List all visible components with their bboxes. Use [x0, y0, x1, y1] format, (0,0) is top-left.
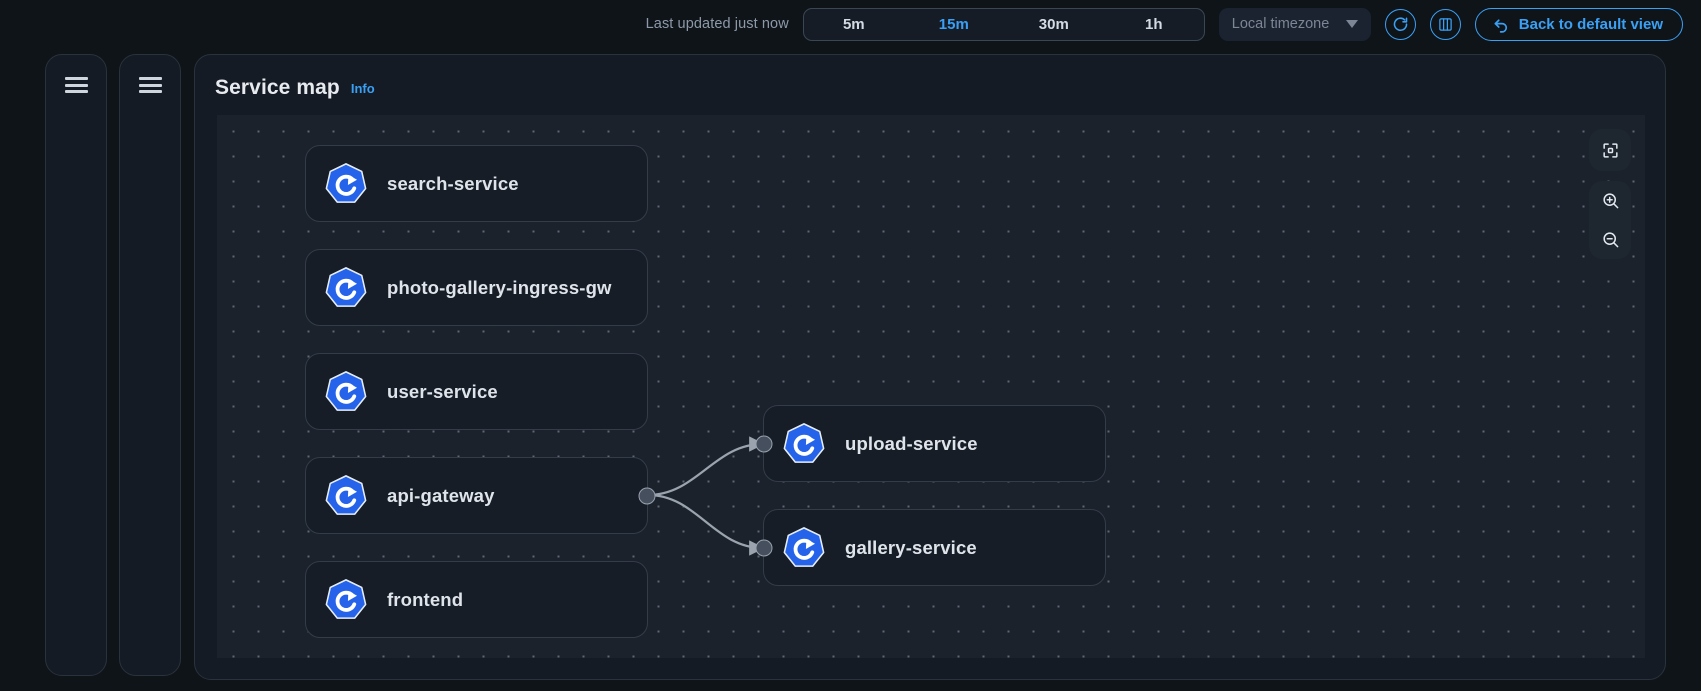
- kubernetes-service-icon: [325, 370, 367, 411]
- zoom-controls: [1589, 181, 1631, 259]
- time-range-30m[interactable]: 30m: [1004, 9, 1104, 40]
- service-node-label: user-service: [387, 380, 498, 402]
- back-to-default-view-label: Back to default view: [1518, 15, 1663, 33]
- undo-arrow-icon: [1494, 19, 1507, 33]
- zoom-in-icon: [1602, 193, 1618, 209]
- chevron-down-icon: [1345, 20, 1358, 28]
- service-node-api-gateway[interactable]: api-gateway: [305, 457, 656, 534]
- left-nav-panel: [45, 54, 107, 676]
- info-link[interactable]: Info: [350, 80, 375, 96]
- secondary-nav-panel: [119, 54, 181, 676]
- time-range-group: 5m 15m 30m 1h: [802, 7, 1205, 41]
- kubernetes-service-icon: [325, 266, 367, 307]
- time-range-1h[interactable]: 1h: [1104, 9, 1204, 40]
- kubernetes-service-icon: [325, 474, 367, 515]
- fit-view-button[interactable]: [1589, 131, 1631, 170]
- hamburger-icon[interactable]: [138, 77, 162, 93]
- target-handle[interactable]: [755, 539, 773, 556]
- service-node-label: upload-service: [845, 432, 978, 454]
- panel-header: Service map Info: [195, 55, 1665, 105]
- page-title: Service map: [215, 76, 340, 99]
- time-range-15m[interactable]: 15m: [904, 9, 1004, 40]
- refresh-icon: [1393, 16, 1408, 31]
- service-node-user-service[interactable]: user-service: [305, 353, 648, 430]
- service-map-panel: Service map Info search-service photo-gal…: [194, 54, 1666, 680]
- refresh-button[interactable]: [1384, 8, 1416, 40]
- kubernetes-service-icon: [325, 162, 367, 203]
- timezone-label: Local timezone: [1231, 16, 1330, 32]
- kubernetes-service-icon: [783, 526, 825, 567]
- time-range-5m[interactable]: 5m: [804, 9, 904, 40]
- zoom-in-button[interactable]: [1589, 181, 1631, 220]
- source-handle[interactable]: [638, 487, 656, 504]
- hamburger-icon[interactable]: [64, 77, 88, 93]
- timezone-select[interactable]: Local timezone: [1218, 7, 1371, 41]
- service-node-gallery-service[interactable]: gallery-service: [755, 509, 1106, 586]
- back-to-default-view-button[interactable]: Back to default view: [1474, 7, 1683, 41]
- fit-view-icon: [1602, 142, 1618, 158]
- columns-icon: [1439, 17, 1452, 31]
- service-node-photo-gallery-ingress-gw[interactable]: photo-gallery-ingress-gw: [305, 249, 648, 326]
- zoom-out-button[interactable]: [1589, 220, 1631, 259]
- target-handle[interactable]: [755, 435, 773, 452]
- fit-view-control: [1589, 129, 1631, 171]
- kubernetes-service-icon: [325, 578, 367, 619]
- service-node-upload-service[interactable]: upload-service: [755, 405, 1106, 482]
- zoom-out-icon: [1602, 232, 1618, 248]
- service-node-label: search-service: [387, 172, 519, 194]
- kubernetes-service-icon: [783, 422, 825, 463]
- service-node-label: photo-gallery-ingress-gw: [387, 276, 612, 298]
- service-node-label: gallery-service: [845, 536, 977, 558]
- top-toolbar: Last updated just now 5m 15m 30m 1h Loca…: [0, 0, 1701, 48]
- refresh-settings-button[interactable]: [1429, 8, 1461, 40]
- service-node-search-service[interactable]: search-service: [305, 145, 648, 222]
- last-updated-text: Last updated just now: [645, 16, 789, 32]
- service-node-frontend[interactable]: frontend: [305, 561, 648, 638]
- service-map-canvas[interactable]: search-service photo-gallery-ingress-gw us…: [217, 115, 1645, 658]
- service-node-label: api-gateway: [387, 484, 495, 506]
- service-node-label: frontend: [387, 588, 464, 610]
